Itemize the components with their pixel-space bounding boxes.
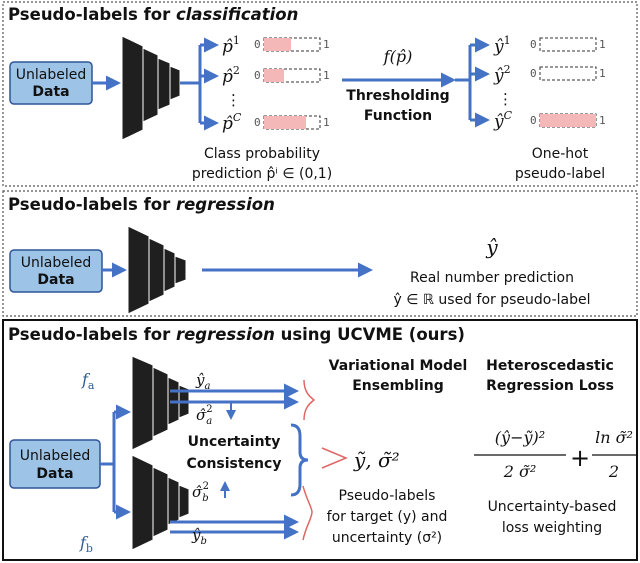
svg-text:Unlabeled: Unlabeled bbox=[20, 448, 90, 464]
uncertainty-consistency-1: Uncertainty bbox=[188, 434, 281, 450]
panel2-output-symbol: ŷ bbox=[485, 235, 498, 259]
ensemble-output: ỹ, σ̃² bbox=[353, 448, 400, 472]
panel2-network-icon bbox=[127, 225, 187, 315]
consistency-brace bbox=[290, 423, 309, 497]
svg-text:1: 1 bbox=[599, 67, 606, 80]
svg-text:0: 0 bbox=[530, 114, 537, 127]
panel1-prob-caption-1: Class probability bbox=[204, 146, 320, 162]
panel1-onehot-bars: 0 1 0 1 0 1 bbox=[530, 37, 606, 128]
panel2-output-caption-2: ŷ ∈ ℝ used for pseudo-label bbox=[393, 292, 590, 308]
svg-text:1: 1 bbox=[323, 38, 330, 51]
panel3-split-arrows bbox=[100, 404, 131, 520]
panel-regression bbox=[2, 190, 638, 317]
panel1-out-labels: ŷ1 ŷ2 ⋮ ŷC bbox=[493, 34, 513, 132]
pseudo-caption-3: uncertainty (σ²) bbox=[332, 530, 442, 546]
uncertainty-consistency-2: Consistency bbox=[187, 456, 282, 472]
loss-formula: (ŷ−ỹ)² 2 σ̃² + ln σ̃² 2 bbox=[474, 428, 636, 481]
svg-text:2 σ̃²: 2 σ̃² bbox=[503, 462, 537, 481]
pseudo-caption-1: Pseudo-labels bbox=[339, 488, 436, 504]
svg-text:Unlabeled: Unlabeled bbox=[21, 255, 91, 271]
panel3-output-arrows bbox=[170, 383, 299, 540]
ya-label: ŷa bbox=[195, 371, 210, 392]
svg-text:ŷ1: ŷ1 bbox=[493, 34, 511, 57]
svg-text:1: 1 bbox=[599, 114, 606, 127]
svg-text:p̂C: p̂C bbox=[222, 111, 242, 134]
svg-text:Data: Data bbox=[32, 84, 69, 100]
svg-text:Data: Data bbox=[36, 466, 73, 482]
svg-text:0: 0 bbox=[254, 38, 261, 51]
svg-text:0: 0 bbox=[530, 67, 537, 80]
model-b-label: fb bbox=[79, 533, 93, 555]
svg-text:+: + bbox=[570, 444, 590, 472]
svg-text:⋮: ⋮ bbox=[498, 90, 513, 108]
yb-label: ŷb bbox=[191, 526, 207, 547]
svg-text:1: 1 bbox=[323, 116, 330, 129]
hrl-title-1: Heteroscedastic bbox=[486, 358, 614, 374]
svg-text:2: 2 bbox=[608, 462, 619, 481]
svg-text:ln σ̃²: ln σ̃² bbox=[595, 428, 633, 447]
model-a-label: fa bbox=[81, 370, 95, 392]
panel1-input-box: Unlabeled Data bbox=[9, 61, 93, 105]
panel3-network-b-icon bbox=[131, 454, 190, 551]
svg-text:p̂2: p̂2 bbox=[222, 64, 240, 87]
panel1-out-caption-1: One-hot bbox=[532, 146, 589, 162]
pseudo-caption-2: for target (y) and bbox=[327, 509, 448, 525]
svg-text:p̂1: p̂1 bbox=[222, 34, 240, 57]
panel3-uncertainty-arrows bbox=[220, 402, 236, 498]
panel-ucvme bbox=[2, 319, 638, 561]
svg-text:ŷC: ŷC bbox=[493, 109, 513, 132]
svg-text:0: 0 bbox=[254, 116, 261, 129]
panel3-title: Pseudo-labels for regression using UCVME… bbox=[8, 325, 465, 344]
distribution-curve-b bbox=[302, 485, 313, 541]
vme-title-2: Ensembling bbox=[352, 378, 444, 394]
panel1-fanout-arrows bbox=[180, 37, 219, 131]
svg-text:Unlabeled: Unlabeled bbox=[16, 67, 86, 83]
vme-title-1: Variational Model bbox=[329, 358, 468, 374]
panel-classification bbox=[2, 1, 638, 187]
sa-label: σ̂a2 bbox=[196, 404, 213, 427]
svg-text:ŷ2: ŷ2 bbox=[493, 63, 511, 86]
distribution-curve-a bbox=[303, 379, 316, 421]
panel1-prob-bars: 0 1 0 1 0 1 bbox=[254, 37, 330, 130]
panel1-out-fanout-arrows bbox=[455, 37, 490, 128]
loss-caption-2: loss weighting bbox=[502, 520, 602, 536]
panel1-prob-labels: p̂1 p̂2 ⋮ p̂C bbox=[222, 34, 242, 134]
svg-text:⋮: ⋮ bbox=[226, 91, 241, 109]
svg-text:1: 1 bbox=[323, 69, 330, 82]
panel1-func-label: f(p̂) bbox=[383, 47, 413, 66]
panel3-input-box: Unlabeled Data bbox=[9, 439, 101, 489]
hrl-title-2: Regression Loss bbox=[486, 378, 614, 394]
panel1-network-icon bbox=[121, 35, 181, 141]
svg-text:1: 1 bbox=[599, 38, 606, 51]
panel2-title: Pseudo-labels for regression bbox=[8, 195, 275, 214]
panel1-func-name-1: Thresholding bbox=[346, 88, 449, 104]
panel2-input-box: Unlabeled Data bbox=[9, 249, 103, 293]
loss-caption-1: Uncertainty-based bbox=[488, 499, 617, 515]
distribution-curve-ens bbox=[321, 447, 348, 469]
panel1-func-name-2: Function bbox=[364, 108, 432, 124]
svg-text:(ŷ−ỹ)²: (ŷ−ỹ)² bbox=[495, 428, 545, 447]
svg-text:0: 0 bbox=[530, 38, 537, 51]
panel1-out-caption-2: pseudo-label bbox=[515, 166, 605, 182]
svg-text:Data: Data bbox=[37, 272, 74, 288]
panel1-prob-caption-2: prediction p̂ⁱ ∈ (0,1) bbox=[192, 166, 332, 182]
panel2-output-caption-1: Real number prediction bbox=[410, 270, 574, 286]
svg-text:0: 0 bbox=[254, 69, 261, 82]
sb-label: σ̂b2 bbox=[192, 481, 209, 504]
panel1-title: Pseudo-labels for classification bbox=[8, 5, 298, 24]
